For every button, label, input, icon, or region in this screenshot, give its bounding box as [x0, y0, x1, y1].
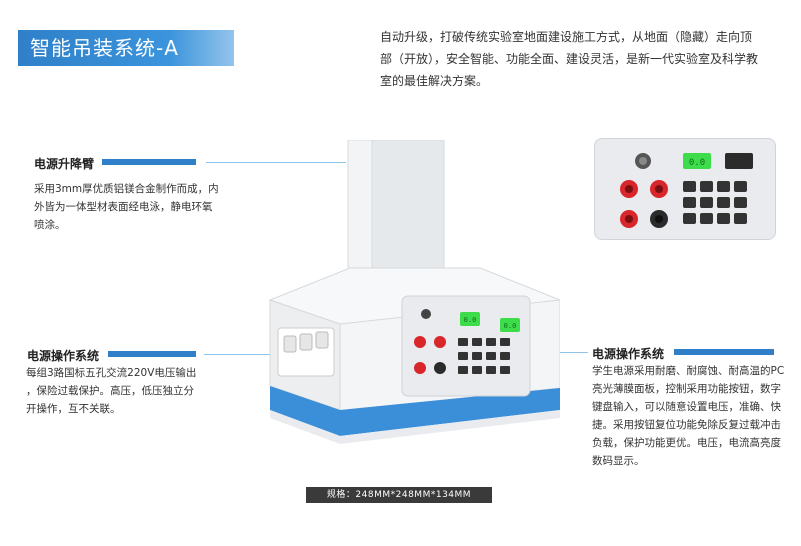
keypad [458, 338, 510, 374]
desc-line: 每组3路国标五孔交流220V电压输出 [26, 367, 197, 379]
desc-line: ，保险过载保护。高压，低压独立分 [26, 385, 194, 397]
spec-badge: 规格：248MM*248MM*134MM [306, 487, 492, 503]
leader-line-lifting-arm [206, 162, 346, 163]
page-title: 智能吊装系统-A [18, 30, 234, 66]
suspension-device-graphic: 0.0 0.0 [268, 139, 562, 444]
red-terminal-icon [414, 336, 426, 348]
desc-line: 捷。采用按钮复位功能免除反复过载冲击 [592, 419, 781, 431]
feature-title-lifting-arm: 电源升降臂 [34, 157, 95, 171]
feature-desc-power-operation-left: 每组3路国标五孔交流220V电压输出 ，保险过载保护。高压，低压独立分 开操作，… [26, 364, 226, 418]
feature-title-power-operation-right: 电源操作系统 [592, 347, 665, 361]
voltage-display [683, 153, 711, 169]
socket-icon [283, 335, 297, 353]
desc-line: 亮光薄膜面板，控制采用功能按钮，数字 [592, 383, 781, 395]
current-display [500, 318, 520, 332]
voltage-display-value: 0.0 [464, 316, 477, 324]
black-terminal-icon [434, 362, 446, 374]
lifting-arm [347, 139, 373, 281]
current-display-value: 0.0 [504, 322, 517, 330]
knob-icon [421, 309, 431, 319]
keypad [683, 181, 747, 224]
feature-title-power-operation-left: 电源操作系统 [27, 349, 100, 363]
control-panel-closeup-graphic: 0.0 [620, 153, 753, 228]
feature-bar-lifting-arm [102, 159, 196, 165]
feature-desc-lifting-arm: 采用3mm厚优质铝镁合金制作而成，内 外皆为一体型材表面经电泳，静电环氧 喷涂。 [34, 180, 224, 234]
intro-text: 自动升级，打破传统实验室地面建设施工方式，从地面（隐藏）走向顶部（开放），安全智… [380, 30, 759, 88]
control-panel-closeup: 0.0 [594, 138, 776, 240]
current-display [725, 153, 753, 169]
red-terminal-icon [434, 336, 446, 348]
socket-icon [299, 333, 313, 351]
desc-line: 外皆为一体型材表面经电泳，静电环氧 [34, 201, 213, 213]
voltage-display-value: 0.0 [689, 158, 705, 168]
red-terminal-icon [414, 362, 426, 374]
feature-desc-power-operation-right: 学生电源采用耐磨、耐腐蚀、耐高温的PC 亮光薄膜面板，控制采用功能按钮，数字 键… [592, 362, 792, 470]
desc-line: 喷涂。 [34, 219, 66, 231]
suspension-device-illustration: 0.0 0.0 [260, 139, 562, 450]
desc-line: 数码显示。 [592, 455, 645, 467]
desc-line: 键盘输入，可以随意设置电压，准确、快 [592, 401, 781, 413]
leader-line-power-operation-left [204, 354, 282, 355]
feature-bar-power-operation-left [108, 351, 196, 357]
desc-line: 开操作，互不关联。 [26, 403, 121, 415]
feature-bar-power-operation-right [674, 349, 774, 355]
socket-icon [315, 331, 329, 349]
desc-line: 采用3mm厚优质铝镁合金制作而成，内 [34, 183, 219, 195]
blue-base-band [270, 386, 560, 436]
voltage-display [460, 312, 480, 326]
desc-line: 负载，保护功能更优。电压，电流高亮度 [592, 437, 781, 449]
desc-line: 学生电源采用耐磨、耐腐蚀、耐高温的PC [592, 365, 785, 377]
